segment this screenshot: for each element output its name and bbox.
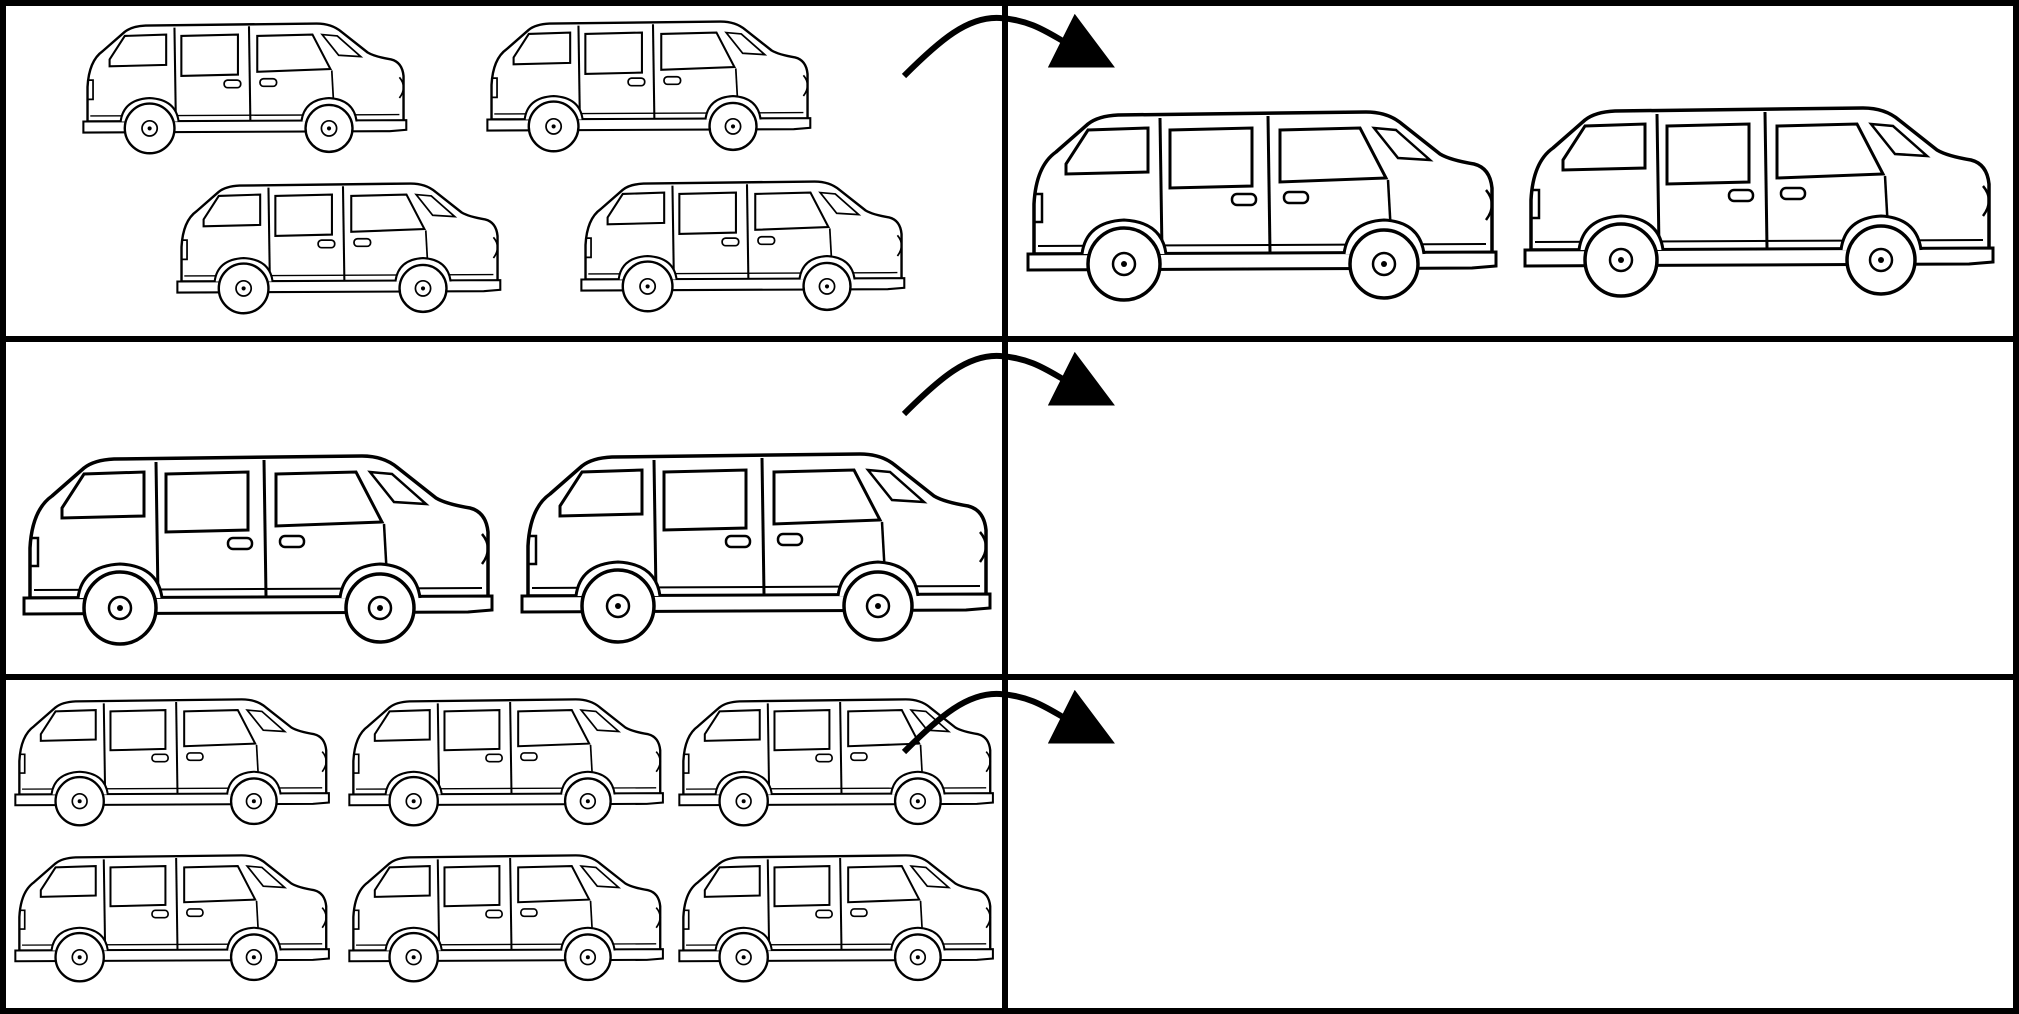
minivan-icon [581,182,904,312]
minivan-icon [522,454,990,642]
minivan-icon [24,456,492,644]
minivan-icon [15,699,329,825]
minivan-icon [1028,112,1496,300]
minivan-icon [679,699,993,825]
minivan-icon [679,855,993,981]
row-3-input-cell [15,699,993,981]
minivan-icon [487,22,810,152]
curved-arrow-icon [904,356,1072,414]
minivan-icon [349,855,663,981]
minivan-icon [15,855,329,981]
row-1-output-cell [1028,108,1993,300]
minivan-icon [83,24,406,154]
row-2-input-cell [24,454,990,644]
curved-arrow-icon [904,18,1072,76]
row-1-input-cell [83,22,904,314]
minivan-icon [349,699,663,825]
minivan-icon [1525,108,1993,296]
minivan-icon [177,184,500,314]
